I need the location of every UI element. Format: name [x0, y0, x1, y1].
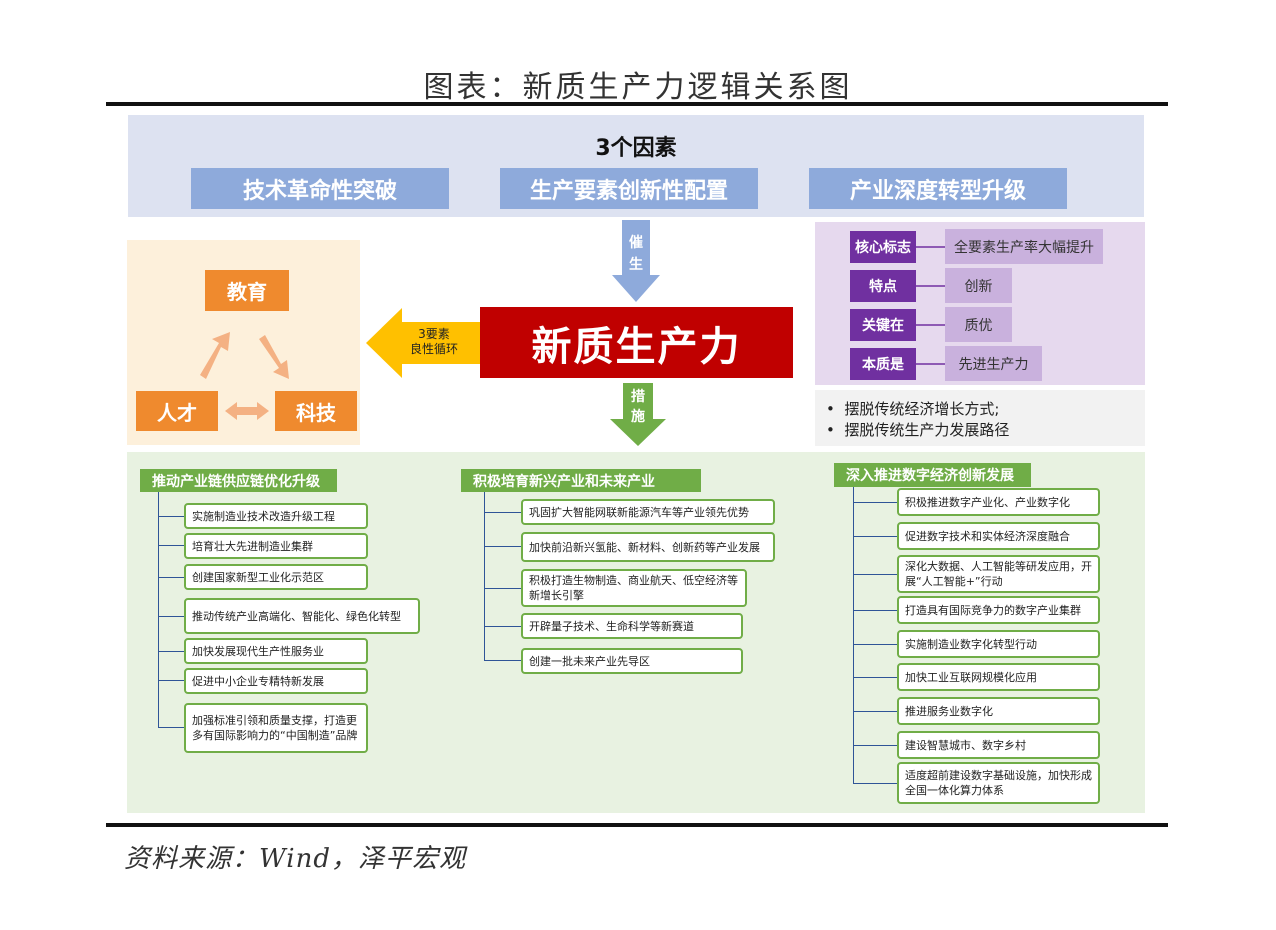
cycle-arrows [200, 332, 289, 420]
tree-branch [484, 546, 521, 547]
measure-item: 积极推进数字产业化、产业数字化 [897, 488, 1100, 516]
property-value-key: 质优 [945, 307, 1012, 342]
tree-branch [853, 677, 897, 678]
measure-item: 开辟量子技术、生命科学等新赛道 [521, 613, 743, 639]
tree-branch [853, 745, 897, 746]
tree-branch [484, 588, 521, 589]
tree-branch [158, 680, 184, 681]
tree-branch [158, 577, 184, 578]
measure-item: 加快发展现代生产性服务业 [184, 638, 368, 664]
tree-branch [853, 502, 897, 503]
tree-branch [853, 574, 897, 575]
tree-branch [853, 536, 897, 537]
arrow-measures-label-1: 措 [631, 389, 645, 405]
property-label-core-mark: 核心标志 [850, 231, 916, 263]
measure-item: 加强标准引领和质量支撑，打造更多有国际影响力的“中国制造”品牌 [184, 703, 368, 753]
tree-branch [158, 516, 184, 517]
measure-item: 推动传统产业高端化、智能化、绿色化转型 [184, 598, 420, 634]
tree-branch [484, 512, 521, 513]
property-label-essence: 本质是 [850, 348, 916, 380]
tree-branch [484, 626, 521, 627]
factor-industry-upgrade: 产业深度转型升级 [809, 168, 1067, 209]
tree-branch [158, 545, 184, 546]
measure-item: 深化大数据、人工智能等研发应用，开展“人工智能+”行动 [897, 555, 1100, 593]
tree-line [158, 492, 159, 727]
measure-item: 加快前沿新兴氢能、新材料、创新药等产业发展 [521, 532, 775, 562]
property-value-essence: 先进生产力 [945, 346, 1042, 381]
arrow-talent-technology [225, 402, 269, 420]
tree-branch [158, 651, 184, 652]
tree-branch [853, 711, 897, 712]
page-title: 图表：新质生产力逻辑关系图 [423, 70, 853, 105]
tree-branch [853, 783, 897, 784]
measure-item: 适度超前建设数字基础设施，加快形成全国一体化算力体系 [897, 762, 1100, 804]
measure-item: 加快工业互联网规模化应用 [897, 663, 1100, 691]
property-value-feature: 创新 [945, 268, 1012, 303]
core-concept: 新质生产力 [480, 307, 793, 378]
property-label-feature: 特点 [850, 270, 916, 302]
measure-item: 创建一批未来产业先导区 [521, 648, 743, 674]
measure-item: 促进数字技术和实体经济深度融合 [897, 522, 1100, 550]
arrow-education-technology [259, 335, 289, 379]
technology-box: 科技 [275, 391, 357, 431]
measure-item: 建设智慧城市、数字乡村 [897, 731, 1100, 759]
tree-branch [853, 644, 897, 645]
measure-item: 巩固扩大智能网联新能源汽车等产业领先优势 [521, 499, 775, 525]
property-label-key: 关键在 [850, 309, 916, 341]
measure-item: 积极打造生物制造、商业航天、低空经济等新增长引擎 [521, 569, 747, 607]
bullets-panel [815, 390, 1145, 446]
arrow-virtuous-cycle [366, 308, 480, 378]
tree-line [853, 487, 854, 783]
top-divider [106, 102, 1168, 106]
tree-branch [158, 727, 184, 728]
measure-item: 打造具有国际竞争力的数字产业集群 [897, 596, 1100, 624]
arrow-measures [610, 383, 666, 446]
talent-box: 人才 [136, 391, 218, 431]
measure-item: 实施制造业技术改造升级工程 [184, 503, 368, 529]
bottom-divider [106, 823, 1168, 827]
arrow-catalyze-label-2: 生 [629, 257, 643, 273]
measure-heading-emerging-industries: 积极培育新兴产业和未来产业 [461, 469, 701, 492]
education-box: 教育 [205, 270, 289, 311]
measure-item: 推进服务业数字化 [897, 697, 1100, 725]
measure-item: 培育壮大先进制造业集群 [184, 533, 368, 559]
property-value-core-mark: 全要素生产率大幅提升 [945, 229, 1103, 264]
factor-production-allocation: 生产要素创新性配置 [500, 168, 758, 209]
bullet-item: • 摆脱传统经济增长方式; [826, 400, 1000, 418]
arrow-talent-education [200, 332, 230, 379]
property-connectors [916, 246, 945, 365]
arrow-measures-label-2: 施 [631, 409, 645, 425]
arrow-cycle-label-2: 良性循环 [409, 342, 458, 356]
measure-item: 促进中小企业专精特新发展 [184, 668, 368, 694]
tree-branch [484, 660, 521, 661]
source-note: 资料来源：Wind，泽平宏观 [124, 844, 466, 874]
factor-tech-revolution: 技术革命性突破 [191, 168, 449, 209]
tree-branch [853, 610, 897, 611]
factors-title: 3个因素 [595, 136, 677, 161]
measure-heading-digital-economy: 深入推进数字经济创新发展 [834, 463, 1031, 487]
measure-item: 创建国家新型工业化示范区 [184, 564, 368, 590]
arrow-catalyze [612, 220, 660, 302]
arrow-cycle-label-1: 3要素 [418, 327, 450, 341]
arrow-catalyze-label-1: 催 [629, 235, 643, 251]
tree-branch [158, 616, 184, 617]
measure-heading-supply-chain: 推动产业链供应链优化升级 [140, 469, 337, 492]
measure-item: 实施制造业数字化转型行动 [897, 630, 1100, 658]
tree-line [484, 492, 485, 660]
bullet-item: • 摆脱传统生产力发展路径 [826, 421, 1010, 439]
